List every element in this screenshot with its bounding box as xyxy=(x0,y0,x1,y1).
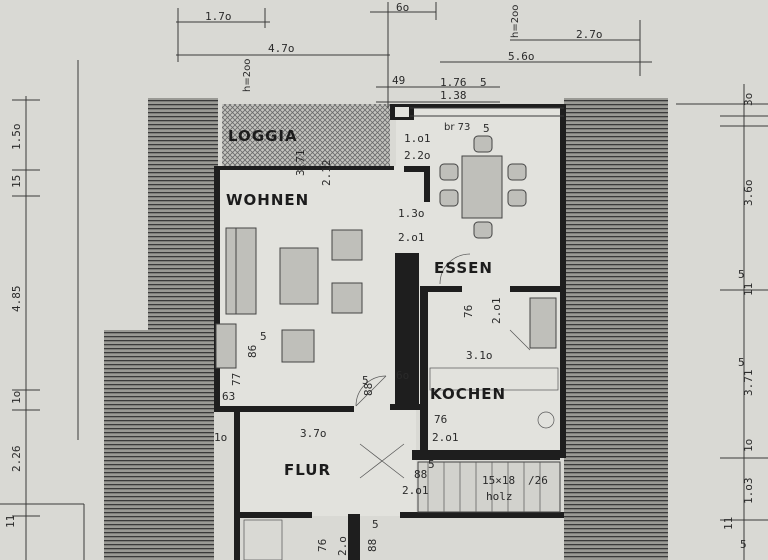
dim-5-60: 5.6o xyxy=(508,50,535,63)
dim-left-11: 11 xyxy=(4,515,17,528)
dim-3-71: 3.71 xyxy=(294,150,307,177)
dim-1-76: 1.76 xyxy=(440,76,467,89)
dim-right-11: 11 xyxy=(742,283,755,296)
dim-br-73: br 73 xyxy=(444,122,470,133)
right-dimension-lines xyxy=(676,84,768,560)
dim-left-2-26: 2.26 xyxy=(10,446,23,473)
stairs xyxy=(417,461,561,513)
dim-w-5: 5 xyxy=(260,330,267,343)
dim-right-1-03: 1.o3 xyxy=(742,478,755,505)
room-label-loggia: LOGGIA xyxy=(228,127,298,145)
kitchen-sink xyxy=(537,411,555,429)
dim-3-10: 3.1o xyxy=(466,349,493,362)
dim-s-5: 5 xyxy=(483,122,490,135)
dim-1-30: 1.3o xyxy=(398,207,425,220)
dim-right-5b: 5 xyxy=(738,356,745,369)
dim-f-88: 88 xyxy=(414,468,427,481)
dim-1-01: 1.o1 xyxy=(404,132,431,145)
room-label-kochen: KOCHEN xyxy=(430,385,506,403)
dim-2-70: 2.7o xyxy=(576,28,603,41)
dim-f-10: 1o xyxy=(214,431,227,444)
dim-49: 49 xyxy=(392,74,405,87)
dim-left-1-50: 1.5o xyxy=(10,124,23,151)
dim-h200-b: h=2oo xyxy=(510,5,521,38)
dim-right-3-71: 3.71 xyxy=(742,370,755,397)
dim-right-5c: 5 xyxy=(740,538,747,551)
kitchen-counter xyxy=(429,367,559,391)
stove xyxy=(215,323,237,369)
left-dimension-lines xyxy=(0,60,85,560)
armchairs xyxy=(281,229,363,363)
dim-k-88: 88 xyxy=(362,383,375,396)
dim-b-88: 88 xyxy=(366,539,379,552)
dim-left-10: 1o xyxy=(10,391,23,404)
dim-1-38: 1.38 xyxy=(440,89,467,102)
dim-b-2-0: 2.o xyxy=(336,536,349,556)
roof-hatching-right xyxy=(564,98,668,560)
dim-e-2-01: 2.o1 xyxy=(490,298,503,325)
dim-4-70: 4.7o xyxy=(268,42,295,55)
dim-win-5: 5 xyxy=(480,76,487,89)
dim-3-70: 3.7o xyxy=(300,427,327,440)
top-dimension-lines xyxy=(176,2,652,108)
dim-f-2-01: 2.o1 xyxy=(402,484,429,497)
loggia-area xyxy=(222,104,390,166)
dim-k-2-01: 2.o1 xyxy=(432,431,459,444)
coffee-table xyxy=(279,247,319,305)
dim-2-20: 2.2o xyxy=(404,149,431,162)
dim-b-5: 5 xyxy=(372,518,379,531)
dining-table xyxy=(461,155,503,219)
dim-w-63: 63 xyxy=(222,390,235,403)
shower xyxy=(243,519,283,560)
dim-w-86: 86 xyxy=(246,345,259,358)
stairs-material: holz xyxy=(486,490,513,503)
walls xyxy=(214,104,566,560)
dim-left-4-85: 4.85 xyxy=(10,286,23,313)
sofa xyxy=(225,227,257,315)
dim-1-70: 1.7o xyxy=(205,10,232,23)
dim-right-30: 3o xyxy=(742,93,755,106)
kitchen-stove xyxy=(529,297,557,349)
dim-k-76: 76 xyxy=(434,413,447,426)
dim-k-5: 5 xyxy=(362,374,369,387)
roof-hatching-left xyxy=(104,98,218,560)
interior-floor xyxy=(218,104,564,516)
door-swings xyxy=(355,253,531,479)
stairs-label: 15×18 xyxy=(482,474,515,487)
room-label-flur: FLUR xyxy=(284,461,331,479)
dim-k-60: 6o xyxy=(396,369,409,382)
dim-w-2-01: 2.o1 xyxy=(398,231,425,244)
room-label-wohnen: WOHNEN xyxy=(226,191,309,209)
window-frame xyxy=(393,105,564,119)
room-label-essen: ESSEN xyxy=(434,259,493,277)
dim-right-11b: 11 xyxy=(722,517,735,530)
dim-f-5: 5 xyxy=(428,458,435,471)
dim-right-3-60: 3.6o xyxy=(742,180,755,207)
dim-b-76: 76 xyxy=(316,539,329,552)
dining-chairs xyxy=(439,135,527,239)
dim-e-76: 76 xyxy=(462,305,475,318)
dim-2-12: 2.12 xyxy=(320,160,333,187)
dim-right-5: 5 xyxy=(738,268,745,281)
dim-60: 6o xyxy=(396,1,409,14)
stairs-label-b: /26 xyxy=(528,474,548,487)
dim-w-77: 77 xyxy=(230,373,243,386)
dim-h200: h=2oo xyxy=(242,59,253,92)
dim-right-10: 1o xyxy=(742,439,755,452)
dim-left-15: 15 xyxy=(10,175,23,188)
